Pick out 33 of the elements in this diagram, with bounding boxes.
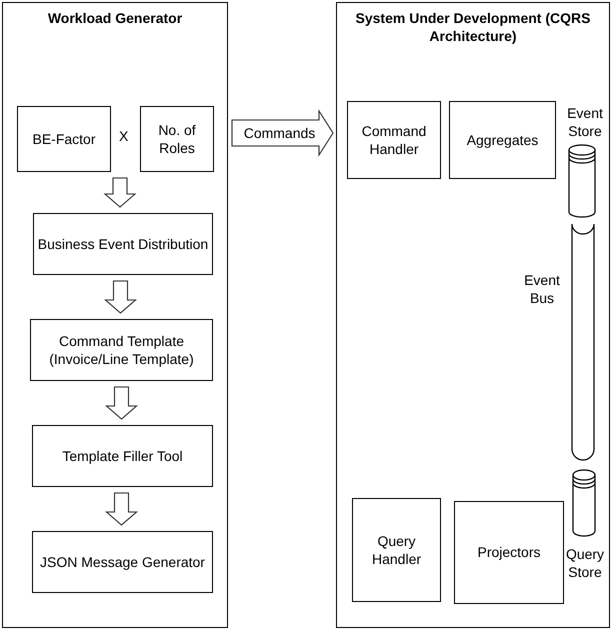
box-label: Business Event Distribution xyxy=(38,234,208,254)
bus-label: Event Bus xyxy=(523,271,561,308)
process-box xyxy=(33,213,213,275)
box-label: Command Template (Invoice/Line Template) xyxy=(48,332,195,368)
box-label: No. of Roles xyxy=(157,120,197,158)
process-box xyxy=(352,498,441,602)
store-label: Event Store xyxy=(566,104,604,140)
store-label: Query Store xyxy=(564,544,606,581)
block-arrow xyxy=(104,177,136,208)
block-arrow xyxy=(105,492,138,526)
system-panel xyxy=(2,2,228,628)
system-panel xyxy=(336,2,610,628)
box-label: Query Handler xyxy=(370,532,422,568)
process-box xyxy=(347,101,441,179)
process-box xyxy=(32,425,213,487)
multiply-sign: X xyxy=(118,128,130,144)
process-box xyxy=(17,106,111,172)
box-label: Command Handler xyxy=(360,122,428,158)
box-label: BE-Factor xyxy=(32,130,96,148)
block-arrow xyxy=(105,386,138,420)
process-box xyxy=(30,319,213,381)
process-box xyxy=(454,501,564,604)
box-label: Projectors xyxy=(477,543,541,562)
panel-title: Workload Generator xyxy=(46,9,184,28)
block-arrow xyxy=(104,280,137,314)
box-label: JSON Message Generator xyxy=(40,552,205,572)
process-box xyxy=(32,531,213,593)
process-box xyxy=(449,101,556,179)
process-box xyxy=(140,106,214,172)
panel-title: System Under Development (CQRS Architecture) xyxy=(354,9,592,46)
box-label: Aggregates xyxy=(466,130,538,150)
edge-label: Commands xyxy=(242,125,316,141)
box-label: Template Filler Tool xyxy=(62,446,183,466)
